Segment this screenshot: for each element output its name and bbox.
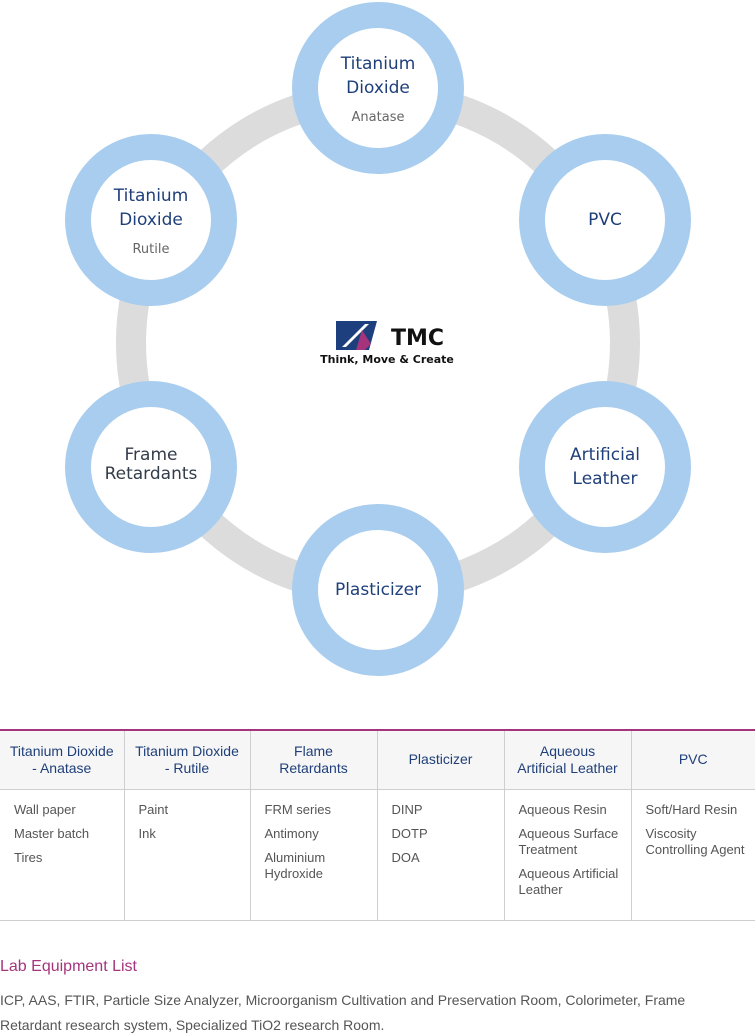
node-ring: [292, 2, 464, 174]
table-cell: DINP DOTP DOA: [377, 789, 505, 920]
list-item: Aqueous Surface Treatment: [518, 825, 619, 857]
list-item: Master batch: [14, 825, 90, 841]
node-title-line: Retardants: [105, 464, 198, 484]
table-column-header: PVC: [631, 730, 755, 790]
brand-tagline: Think, Move & Create: [320, 353, 454, 366]
table-column-header: Titanium Dioxide- Anatase: [0, 730, 125, 790]
node-title-line: Frame: [125, 445, 178, 465]
list-item: DOTP: [391, 825, 428, 841]
center-logo: TMC Think, Move & Create: [320, 321, 454, 366]
list-item: Tires: [14, 849, 43, 865]
list-item: Aqueous Resin: [518, 801, 607, 817]
diagram-nodes: TitaniumDioxideAnatasePVCArtificialLeath…: [65, 2, 691, 676]
node-title-line: Titanium: [113, 186, 189, 206]
node-plasticizer: Plasticizer: [292, 504, 464, 676]
node-title-line: Plasticizer: [335, 580, 421, 600]
list-item: DOA: [391, 849, 420, 865]
brand-name: TMC: [391, 326, 444, 351]
list-item: Antimony: [264, 825, 319, 841]
tmc-logo-icon: [336, 321, 377, 350]
node-subtitle: Rutile: [132, 242, 169, 257]
list-item: Paint: [138, 801, 169, 817]
node-title-line: Dioxide: [346, 78, 410, 98]
node-ring: [519, 381, 691, 553]
lab-equipment-title: Lab Equipment List: [0, 958, 137, 975]
node-title-line: Artificial: [570, 445, 640, 465]
list-item: Viscosity Controlling Agent: [645, 825, 745, 857]
node-title-line: Titanium: [340, 54, 416, 74]
node-ring: [519, 134, 691, 306]
list-item: Aqueous Artificial Leather: [518, 865, 619, 897]
table-column-header: Titanium Dioxide- Rutile: [124, 730, 251, 790]
node-ring: [292, 504, 464, 676]
list-item: Aluminium Hydroxide: [264, 849, 326, 881]
table-column-header: Plasticizer: [377, 730, 505, 790]
node-subtitle: Anatase: [352, 110, 405, 125]
list-item: Ink: [138, 825, 156, 841]
product-cycle-diagram: TMC Think, Move & Create TitaniumDioxide…: [65, 2, 691, 676]
application-list: DINP DOTP DOA: [392, 802, 504, 866]
node-pvc: PVC: [519, 134, 691, 306]
node-title-line: PVC: [588, 210, 622, 230]
node-title-line: Leather: [573, 469, 638, 489]
lab-equipment-list: ICP, AAS, FTIR, Particle Size Analyzer, …: [0, 992, 686, 1033]
node-title-line: Dioxide: [119, 210, 183, 230]
list-item: Soft/Hard Resin: [645, 801, 738, 817]
list-item: DINP: [391, 801, 423, 817]
list-item: Wall paper: [14, 801, 76, 817]
node-ring: [65, 381, 237, 553]
node-ring: [65, 134, 237, 306]
list-item: FRM series: [264, 801, 331, 817]
